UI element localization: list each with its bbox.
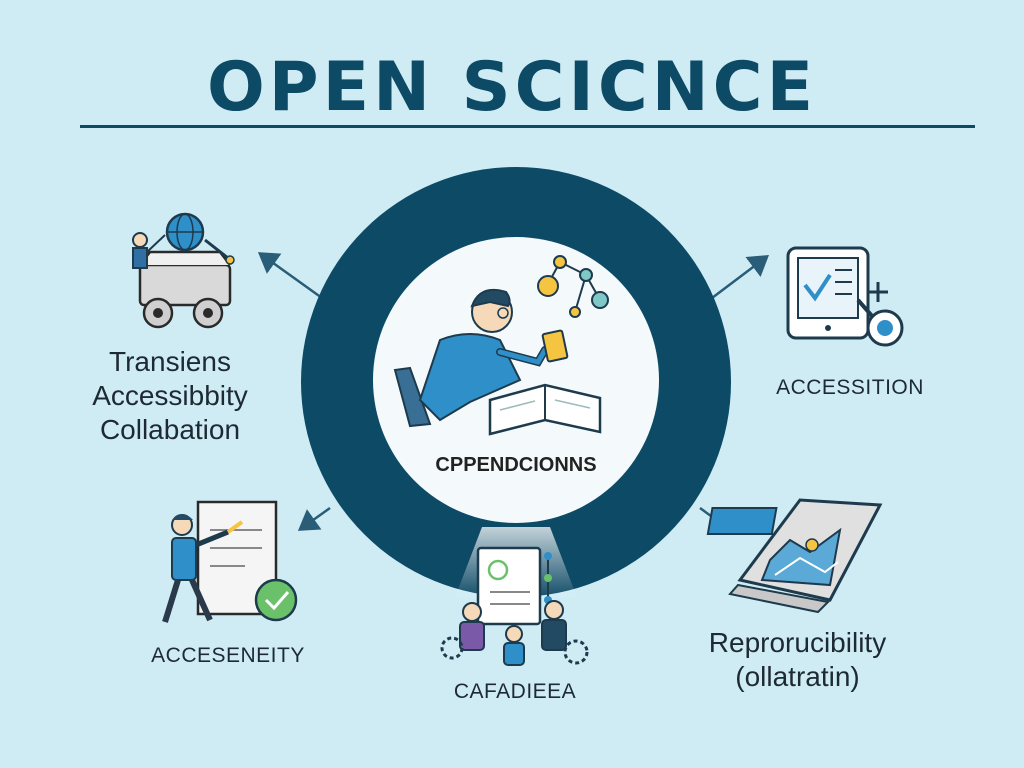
- node-top-right-label: ACCESSITION: [776, 376, 924, 399]
- node-top-left-label: Transiens Accessibbity Collabation: [70, 345, 270, 447]
- tablet-checklist-illustration: [786, 246, 904, 347]
- node-top-left-line-3: Collabation: [99, 414, 241, 445]
- check-badge-icon: [254, 578, 298, 622]
- researcher-illustration: [393, 255, 609, 436]
- checkmark-icon: [803, 273, 832, 302]
- globe-cart-illustration: [132, 212, 235, 329]
- node-top-left-line-2: Accessibbity: [92, 380, 248, 411]
- node-bottom-center-label: CAFADIEEA: [453, 680, 577, 703]
- arrow-bottom-left: [297, 506, 331, 531]
- sun-icon: [805, 538, 819, 552]
- clipboard-worker-illustration: [162, 500, 298, 623]
- arrow-top-left: [257, 252, 323, 300]
- node-bottom-right-label: Reprorucibility (ollatratin): [680, 626, 915, 694]
- document-icon: [476, 546, 542, 626]
- team-document-illustration: [440, 546, 589, 666]
- arrow-top-right: [711, 254, 769, 299]
- node-bottom-right-line-1: Reprorucibility: [708, 627, 887, 658]
- title-underline: [80, 125, 975, 128]
- molecule-node-icon: [537, 275, 559, 297]
- gear-icon: [563, 639, 589, 665]
- node-top-left-line-1: Transiens: [109, 346, 231, 377]
- connector-arrows: [257, 252, 769, 533]
- person-icon: [132, 232, 148, 248]
- person-icon: [544, 600, 564, 620]
- data-tablet-illustration: [706, 498, 883, 614]
- node-bottom-right-line-2: (ollatratin): [735, 661, 860, 692]
- page-title: OPEN SCICNCE: [206, 48, 818, 127]
- node-bottom-left-label: ACCESENEITY: [151, 644, 305, 667]
- center-label: CPPENDCIONNS: [435, 454, 597, 476]
- person-icon: [505, 625, 523, 643]
- gear-icon: [440, 636, 464, 660]
- person-icon: [462, 602, 482, 622]
